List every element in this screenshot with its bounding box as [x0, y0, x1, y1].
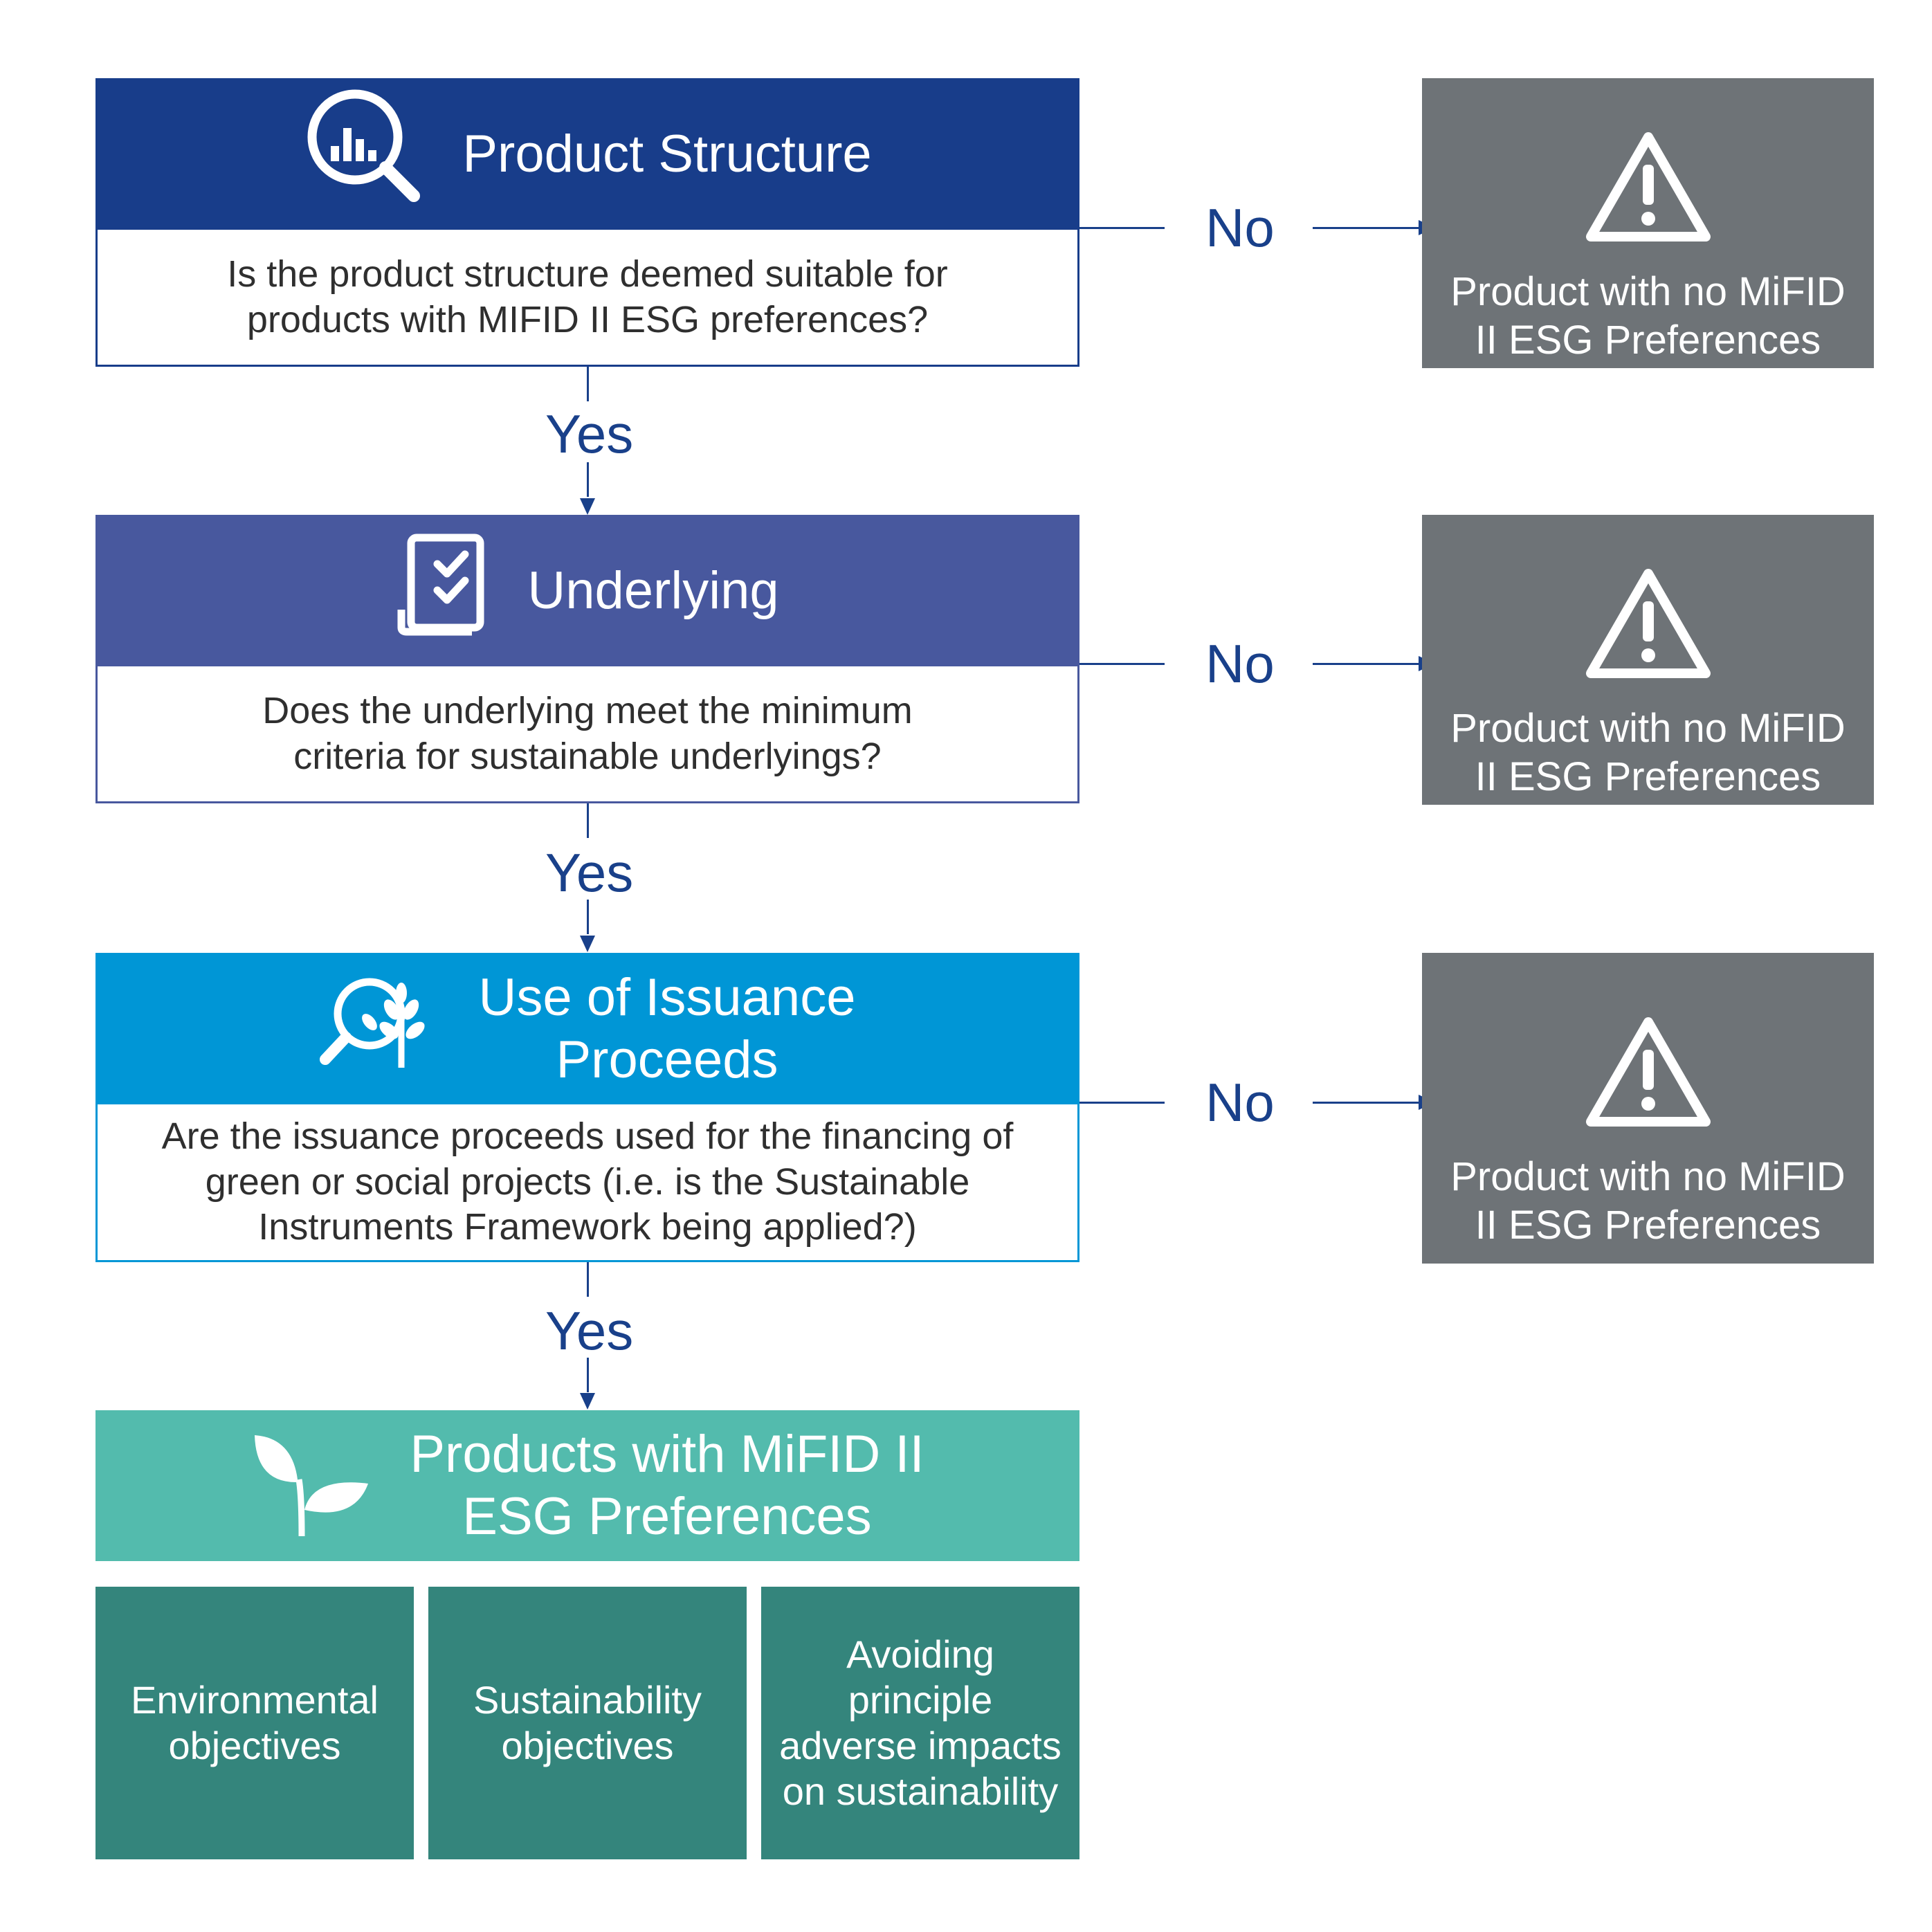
step1-yes-connector-top [587, 367, 589, 401]
step2-yes-connector-bottom [587, 900, 589, 934]
warning-icon [1584, 518, 1713, 692]
step3-no-label: No [1205, 1072, 1275, 1133]
objective-sustainability: Sustainability objectives [428, 1587, 747, 1859]
step1-no-outcome: Product with no MiFID II ESG Preferences [1422, 78, 1874, 368]
step3-header: Use of Issuance Proceeds [95, 953, 1079, 1104]
warning-icon [1584, 966, 1713, 1140]
step2-yes-arrowhead [580, 936, 595, 952]
result-title: Products with MiFID II ESG Preferences [410, 1425, 924, 1546]
result-header: Products with MiFID II ESG Preferences [95, 1410, 1079, 1561]
sprout-icon [250, 1420, 375, 1551]
step1-yes-connector-bottom [587, 462, 589, 497]
step1-yes-label: Yes [545, 403, 634, 464]
objective-avoiding-adverse-impacts: Avoiding principle adverse impacts on su… [761, 1587, 1079, 1859]
step3-yes-arrowhead [580, 1393, 595, 1410]
step3-question: Are the issuance proceeds used for the f… [95, 1104, 1079, 1262]
step3-no-connector [1079, 1102, 1165, 1104]
step1-title: Product Structure [462, 124, 872, 183]
objective-environmental: Environmental objectives [95, 1587, 414, 1859]
step1-no-label: No [1205, 197, 1275, 258]
step3-no-outcome: Product with no MiFID II ESG Preferences [1422, 953, 1874, 1264]
step3-yes-label: Yes [545, 1300, 634, 1361]
step2-no-label: No [1205, 633, 1275, 694]
step2-no-outcome: Product with no MiFID II ESG Preferences [1422, 515, 1874, 805]
step2-yes-connector-top [587, 803, 589, 838]
step3-title: Use of Issuance Proceeds [478, 967, 856, 1089]
magnifier-chart-icon [303, 85, 428, 224]
step1-yes-arrowhead [580, 498, 595, 515]
no-outcome-text: Product with no MiFID II ESG Preferences [1450, 268, 1846, 363]
step2-no-arrow-line [1313, 663, 1423, 665]
step2-no-connector [1079, 663, 1165, 665]
warning-icon [1584, 81, 1713, 255]
step2-title: Underlying [527, 561, 779, 620]
no-outcome-text: Product with no MiFID II ESG Preferences [1450, 1154, 1846, 1248]
step3-yes-connector-top [587, 1262, 589, 1297]
step1-no-arrow-line [1313, 227, 1423, 229]
no-outcome-text: Product with no MiFID II ESG Preferences [1450, 705, 1846, 800]
step1-header: Product Structure [95, 78, 1079, 230]
checklist-document-icon [396, 532, 493, 650]
step2-yes-label: Yes [545, 842, 634, 903]
step1-no-connector [1079, 227, 1165, 229]
magnifier-tree-icon [319, 974, 444, 1084]
step2-header: Underlying [95, 515, 1079, 666]
step3-yes-connector-bottom [587, 1358, 589, 1392]
step2-question: Does the underlying meet the minimum cri… [95, 666, 1079, 803]
step1-question: Is the product structure deemed suitable… [95, 230, 1079, 367]
step3-no-arrow-line [1313, 1102, 1423, 1104]
